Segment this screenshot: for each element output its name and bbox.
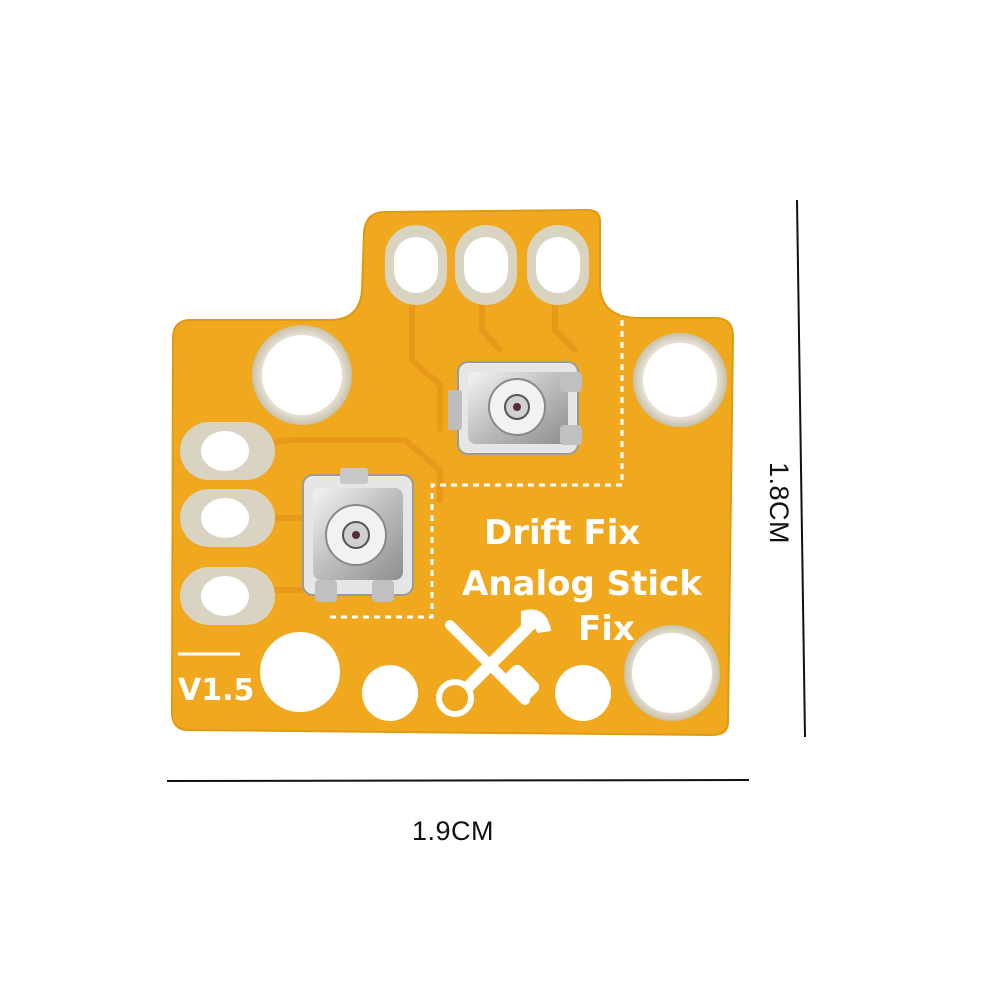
pcb-text-line1: Drift Fix <box>484 513 640 553</box>
pcb-text-line3: Fix <box>578 609 635 649</box>
width-label: 1.9CM <box>412 816 495 846</box>
silkscreen-outline <box>327 298 624 619</box>
potentiometer-icon <box>448 361 582 455</box>
height-label: 1.8CM <box>764 462 794 545</box>
pcb-version: V1.5 <box>178 673 254 708</box>
width-dimension-line <box>166 779 750 782</box>
tools-icon <box>436 609 552 717</box>
left-pads <box>180 422 275 625</box>
mounting-holes <box>252 325 727 721</box>
height-dimension-line <box>796 199 806 738</box>
top-pads <box>385 225 589 305</box>
pcb-text-line2: Analog Stick <box>462 564 703 604</box>
potentiometer-icon <box>302 468 414 602</box>
